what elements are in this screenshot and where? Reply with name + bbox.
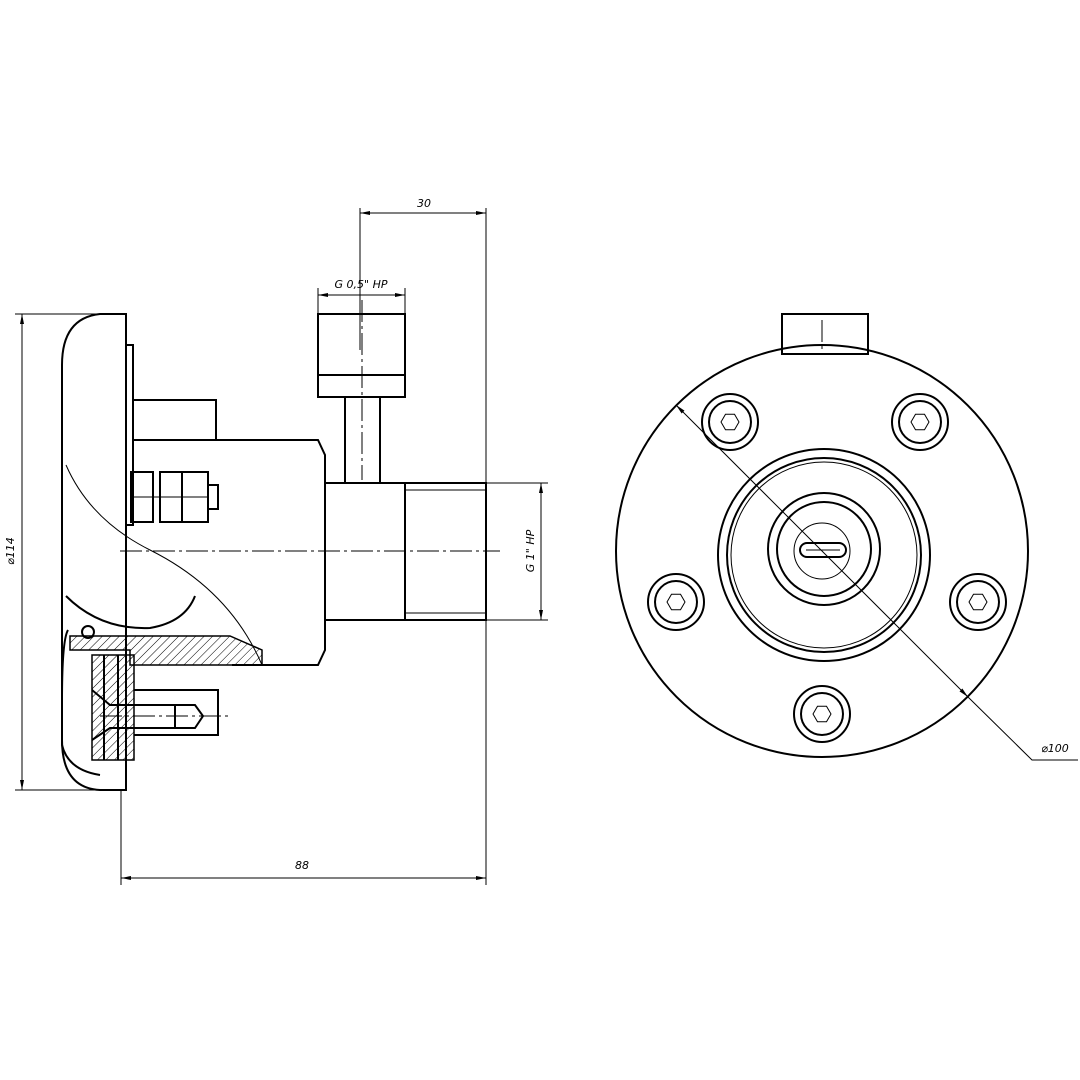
ring-outer bbox=[717, 448, 931, 662]
diameter-100-label: ⌀100 bbox=[1041, 742, 1069, 755]
dimension-30: 30 bbox=[359, 197, 487, 885]
ring-middle bbox=[726, 457, 922, 653]
seal-ball bbox=[81, 625, 95, 639]
bolt bbox=[647, 573, 705, 631]
valve-body bbox=[216, 439, 326, 666]
mounting-block bbox=[132, 399, 217, 441]
cap-lower-wall bbox=[61, 629, 101, 776]
hex-socket-icon bbox=[812, 705, 832, 723]
diameter-114-label: ⌀114 bbox=[4, 537, 17, 565]
hex-socket-icon bbox=[910, 413, 930, 431]
top-tab bbox=[781, 313, 869, 355]
bolt bbox=[891, 393, 949, 451]
stud-end bbox=[207, 484, 219, 510]
plate-section bbox=[69, 635, 263, 666]
hub-inner bbox=[776, 501, 872, 597]
dimension-88: 88 bbox=[120, 790, 486, 885]
gasket-section bbox=[91, 654, 135, 761]
cap-inner-curve bbox=[65, 464, 263, 666]
side-view bbox=[61, 300, 500, 791]
hex-socket-icon bbox=[720, 413, 740, 431]
dimension-thread-small: G 0,5" HP bbox=[317, 278, 406, 314]
bolt bbox=[793, 685, 851, 743]
dimension-thread-large: G 1" HP bbox=[486, 482, 548, 621]
bolt bbox=[701, 393, 759, 451]
diameter-100-dimension-line bbox=[675, 404, 969, 698]
hub bbox=[767, 492, 881, 606]
flange-outer bbox=[615, 344, 1029, 758]
thread-large-label: G 1" HP bbox=[524, 529, 537, 572]
front-view: ⌀100 bbox=[615, 313, 1078, 761]
screw-housing bbox=[134, 689, 219, 736]
cap-inner-lip bbox=[65, 595, 196, 630]
diameter-100-leader bbox=[967, 696, 1078, 761]
hex-socket-icon bbox=[666, 593, 686, 611]
length-88-label: 88 bbox=[295, 859, 309, 872]
nuts bbox=[130, 471, 219, 523]
dimension-30-label: 30 bbox=[417, 197, 431, 210]
dimension-114: ⌀114 bbox=[4, 313, 126, 791]
bolt bbox=[949, 573, 1007, 631]
bolts bbox=[647, 393, 1007, 743]
ring-inner bbox=[730, 461, 918, 649]
thread-small-label: G 0,5" HP bbox=[335, 278, 388, 291]
hex-socket-icon bbox=[968, 593, 988, 611]
